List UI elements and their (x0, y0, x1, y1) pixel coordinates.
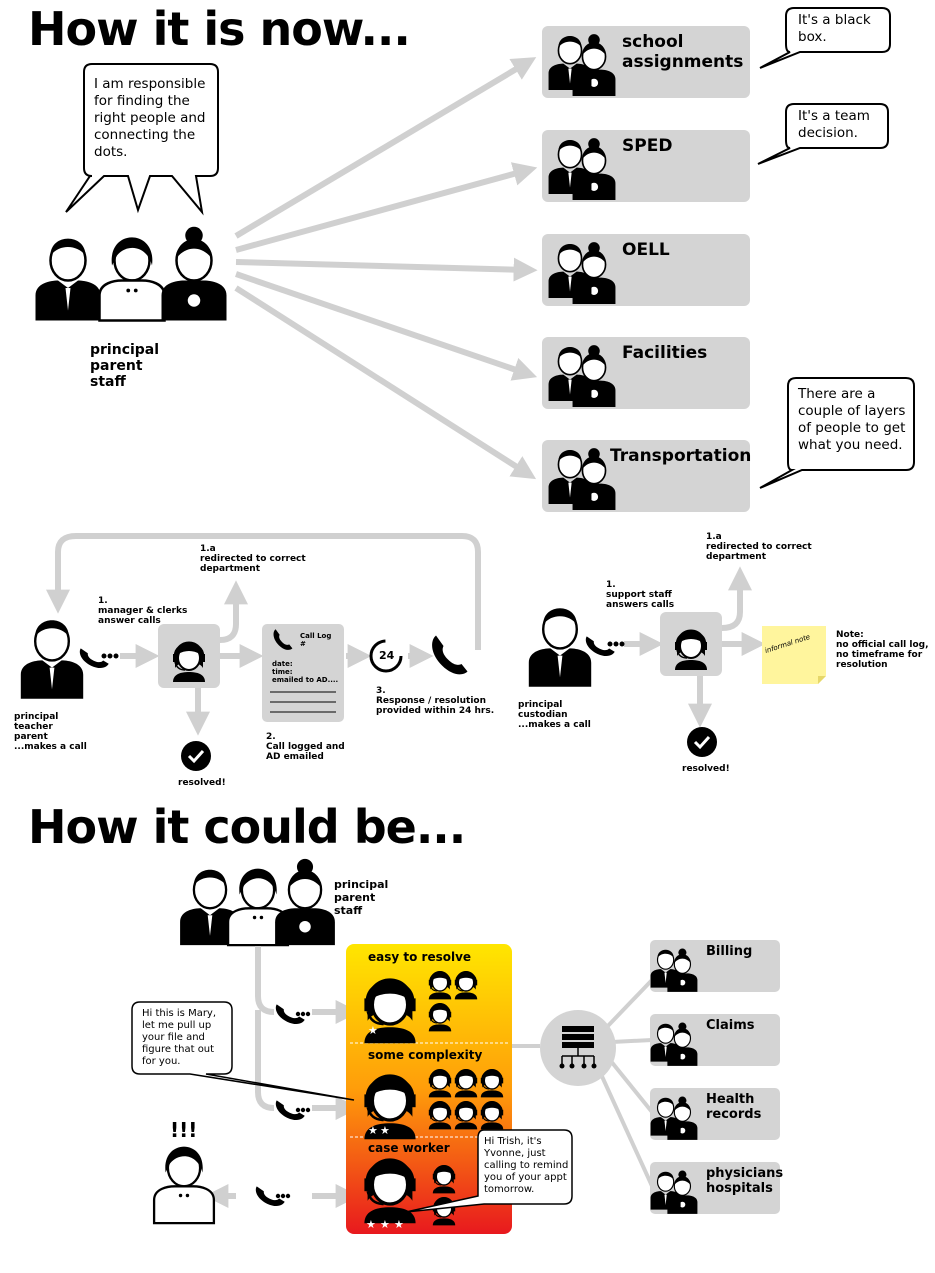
responsibility-speech: I am responsible for finding the right p… (94, 76, 206, 160)
call-log-fields: date: time: emailed to AD.... (272, 660, 339, 684)
current-fan-arrows (234, 57, 538, 480)
svg-text:★: ★ (366, 1218, 376, 1231)
svg-text:★: ★ (380, 1218, 390, 1231)
comment-team-decision: It's a team decision. (798, 108, 870, 141)
future-title: How it could be... (28, 800, 466, 854)
right-step1a: 1.a redirected to correct department (706, 532, 812, 562)
left-flow-arrows (46, 533, 481, 736)
24-label: 24 (379, 649, 395, 662)
right-caller-label: principal custodian ...makes a call (518, 700, 591, 730)
people-label: principal parent staff (90, 342, 160, 390)
service-hub (512, 978, 654, 1187)
left-step1: 1. manager & clerks answer calls (98, 596, 188, 626)
check-icon (179, 739, 213, 773)
24-hour-icon (369, 639, 403, 673)
right-note: Note: no official call log, no timeframe… (836, 630, 929, 670)
caller-left (19, 619, 119, 700)
tier-complexity: some complexity (368, 1048, 483, 1062)
check-icon-right (685, 725, 719, 759)
future-arrows (204, 946, 360, 1208)
service-physicians-hospitals: physicians hospitals (706, 1166, 784, 1196)
alert-marks: !!! (170, 1118, 198, 1142)
people-group-icon (34, 225, 228, 322)
call-log-box (262, 624, 344, 722)
service-claims: Claims (706, 1018, 755, 1033)
svg-text:★: ★ (368, 1124, 378, 1137)
svg-text:★: ★ (368, 1024, 378, 1037)
comment-bubble-black-box (759, 7, 891, 69)
svg-text:★: ★ (394, 1218, 404, 1231)
speech-bubble (65, 63, 219, 216)
svg-text:★: ★ (380, 1124, 390, 1137)
tier-easy: easy to resolve (368, 950, 472, 964)
future-phones (254, 997, 311, 1212)
left-step2: 2. Call logged and AD emailed (266, 732, 345, 762)
dept-facilities: Facilities (622, 343, 708, 363)
phone-icon (432, 635, 468, 675)
left-caller-label: principal teacher parent ...makes a call (14, 712, 87, 752)
left-step3: 3. Response / resolution provided within… (376, 686, 495, 716)
dept-transportation: Transportation (610, 446, 752, 466)
call-log-title: Call Log # (300, 632, 332, 648)
trish-speech: Hi Trish, it's Yvonne, just calling to r… (484, 1136, 569, 1195)
sticky-note (762, 626, 826, 684)
service-billing: Billing (706, 944, 753, 959)
future-people-label: principal parent staff (334, 878, 389, 917)
mary-bubble (131, 1001, 355, 1101)
star-ratings: ★ ★★ ★★★ (366, 1024, 404, 1231)
future-people-icon (178, 857, 337, 947)
dept-oell: OELL (622, 240, 670, 260)
trish-bubble (405, 1129, 573, 1213)
right-step1: 1. support staff answers calls (606, 580, 675, 610)
department-boxes (542, 26, 750, 512)
mary-speech: Hi this is Mary, let me pull up your fil… (142, 1008, 217, 1067)
comment-layers: There are a couple of layers of people t… (798, 386, 906, 453)
caller-right (527, 607, 625, 688)
comment-black-box: It's a black box. (798, 12, 871, 45)
service-boxes (650, 940, 780, 1214)
comment-bubble-layers (759, 377, 915, 489)
alert-person-icon (152, 1145, 216, 1225)
left-step1a: 1.a redirected to correct department (200, 544, 306, 574)
dept-sped: SPED (622, 136, 673, 156)
right-resolved: resolved! (682, 764, 730, 774)
left-resolved: resolved! (178, 778, 226, 788)
comment-bubble-team (757, 103, 889, 165)
current-title: How it is now... (28, 2, 411, 56)
right-flow-arrows (624, 566, 766, 728)
service-health-records: Health records (706, 1092, 762, 1122)
tier-case-worker: case worker (368, 1141, 450, 1155)
dept-school-assignments: school assignments (622, 32, 744, 72)
